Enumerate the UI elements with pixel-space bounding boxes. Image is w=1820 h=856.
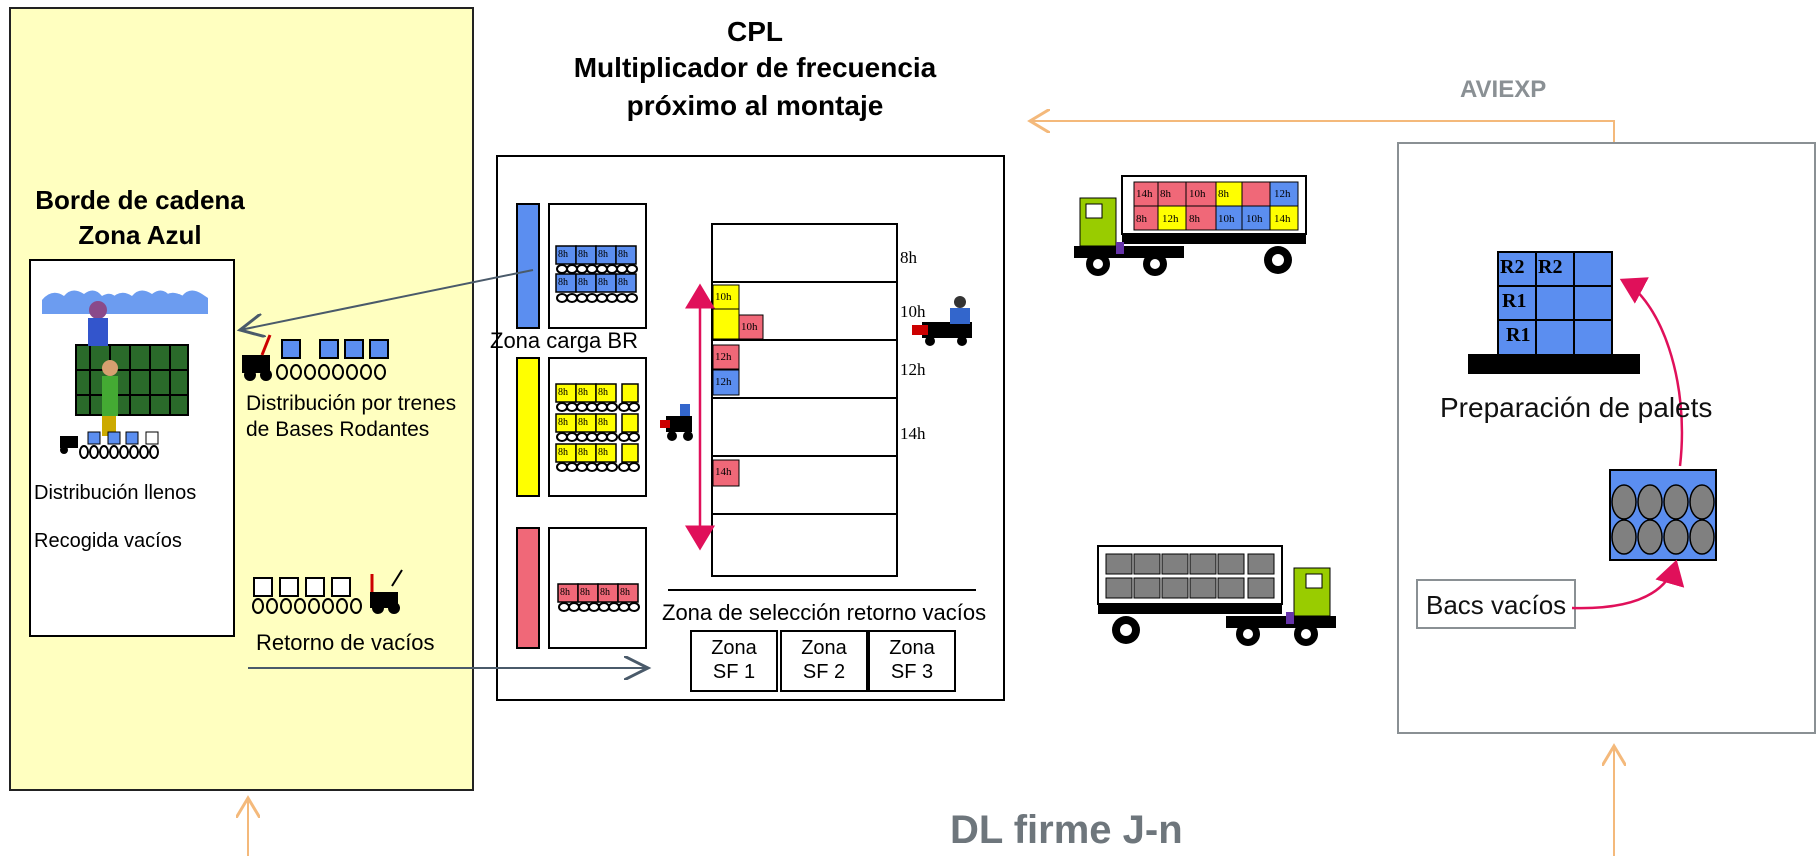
box-label: 8h xyxy=(598,277,608,288)
zona-sf-1-line1: Zona xyxy=(711,637,757,659)
pink-bar xyxy=(516,527,540,649)
pallet-label-r2-b: R2 xyxy=(1538,256,1563,278)
box-label: 8h xyxy=(558,387,568,398)
distribucion-trenes-label-2: de Bases Rodantes xyxy=(246,418,430,441)
cpl-subtitle-2: próximo al montaje xyxy=(626,90,884,121)
truck-label: 10h xyxy=(1218,213,1235,225)
borde-subtitle: Zona Azul xyxy=(78,220,202,250)
box-label: 8h xyxy=(580,587,590,598)
distribucion-llenos-label: Distribución llenos xyxy=(34,482,197,504)
preparacion-label: Preparación de palets xyxy=(1440,392,1713,423)
cpl-title: CPL xyxy=(727,16,783,47)
slot-10h-pink xyxy=(738,314,764,340)
truck-label: 14h xyxy=(1136,188,1153,200)
tractor-icon xyxy=(660,404,693,441)
truck-label: 8h xyxy=(1189,213,1200,225)
box-label: 8h xyxy=(598,387,608,398)
zona-sf-1-line2: SF 1 xyxy=(712,661,756,683)
curve-arrow-bacs xyxy=(1571,559,1685,610)
rack-hour-10h: 10h xyxy=(900,302,926,321)
yellow-bar xyxy=(516,357,540,497)
blue-stack xyxy=(555,245,638,303)
slot-tag-14h: 14h xyxy=(715,466,732,478)
retorno-vacios-label: Retorno de vacíos xyxy=(256,630,435,655)
box-label: 8h xyxy=(618,277,628,288)
box-label: 8h xyxy=(598,417,608,428)
slot-tag-10h-b: 10h xyxy=(741,321,758,333)
box-label: 8h xyxy=(578,387,588,398)
loaded-truck-icon xyxy=(1074,175,1307,276)
zona-sf-3-line2: SF 3 xyxy=(890,661,934,683)
yellow-stack xyxy=(555,383,640,472)
empty-bacs-icon xyxy=(1609,469,1717,561)
box-label: 8h xyxy=(598,249,608,260)
truck-label: 8h xyxy=(1160,188,1171,200)
truck-label: 12h xyxy=(1274,188,1291,200)
box-label: 8h xyxy=(598,447,608,458)
blue-bar xyxy=(516,203,540,329)
box-label: 8h xyxy=(578,417,588,428)
zona-sf-3-line1: Zona xyxy=(889,637,935,659)
zona-sf-2-line1: Zona xyxy=(801,637,847,659)
rack-hour-8h: 8h xyxy=(900,248,917,267)
pallet-label-r2-a: R2 xyxy=(1500,256,1525,278)
box-label: 8h xyxy=(578,277,588,288)
box-label: 8h xyxy=(618,249,628,260)
pink-stack xyxy=(557,583,640,612)
zona-sf-2-line2: SF 2 xyxy=(802,661,846,683)
rack-hour-14h: 14h xyxy=(900,424,926,443)
pallet-icon xyxy=(1468,251,1640,374)
pallet-label-r1-b: R1 xyxy=(1506,324,1531,346)
box-label: 8h xyxy=(558,277,568,288)
slot-14h-pink xyxy=(712,459,740,487)
workstation-illustration xyxy=(42,290,208,436)
slot-10h-yellow xyxy=(712,284,740,310)
zona-sf-2: Zona SF 2 xyxy=(780,630,868,692)
box-label: 8h xyxy=(578,249,588,260)
empty-truck-icon xyxy=(1097,545,1336,646)
curve-arrow-pallet xyxy=(1619,277,1684,467)
truck-label: 14h xyxy=(1274,213,1291,225)
return-train xyxy=(252,569,403,614)
zona-sf-1: Zona SF 1 xyxy=(690,630,778,692)
flow-arrow-to-line xyxy=(240,269,534,330)
frequency-rack xyxy=(711,223,898,577)
slot-12h-blue xyxy=(712,369,740,396)
aviexp-label: AVIEXP xyxy=(1460,76,1547,103)
slot-tag-12h-b: 12h xyxy=(715,376,732,388)
box-label: 8h xyxy=(578,447,588,458)
box-label: 8h xyxy=(558,417,568,428)
truck-label: 10h xyxy=(1189,188,1206,200)
zona-seleccion-label: Zona de selección retorno vacíos xyxy=(662,600,987,625)
slot-tag-10h-a: 10h xyxy=(715,291,732,303)
forklift-icon xyxy=(912,296,972,346)
zona-carga-label: Zona carga BR xyxy=(490,328,638,353)
rack-hour-12h: 12h xyxy=(900,360,926,379)
recogida-vacios-label: Recogida vacíos xyxy=(34,530,182,552)
aviexp-arrow xyxy=(1030,121,1615,143)
slot-tag-12h-a: 12h xyxy=(715,351,732,363)
box-label: 8h xyxy=(558,249,568,260)
station-train xyxy=(60,431,159,459)
truck-label: 8h xyxy=(1218,188,1229,200)
truck-label: 10h xyxy=(1246,213,1263,225)
bacs-vacios-label: Bacs vacíos xyxy=(1426,590,1567,620)
box-label: 8h xyxy=(620,587,630,598)
dl-firme-label: DL firme J-n xyxy=(950,808,1183,852)
cpl-subtitle-1: Multiplicador de frecuencia xyxy=(573,52,937,83)
box-label: 8h xyxy=(600,587,610,598)
zona-sf-3: Zona SF 3 xyxy=(868,630,956,692)
truck-label: 12h xyxy=(1162,213,1179,225)
distribution-train xyxy=(242,334,389,381)
box-label: 8h xyxy=(560,587,570,598)
box-label: 8h xyxy=(558,447,568,458)
truck-label: 8h xyxy=(1136,213,1147,225)
supplier-box xyxy=(1397,142,1816,734)
bacs-vacios-box xyxy=(1416,579,1576,629)
distribucion-trenes-label-1: Distribución por trenes xyxy=(246,392,457,415)
borde-title: Borde de cadena xyxy=(35,185,245,215)
pallet-label-r1-a: R1 xyxy=(1502,290,1527,312)
